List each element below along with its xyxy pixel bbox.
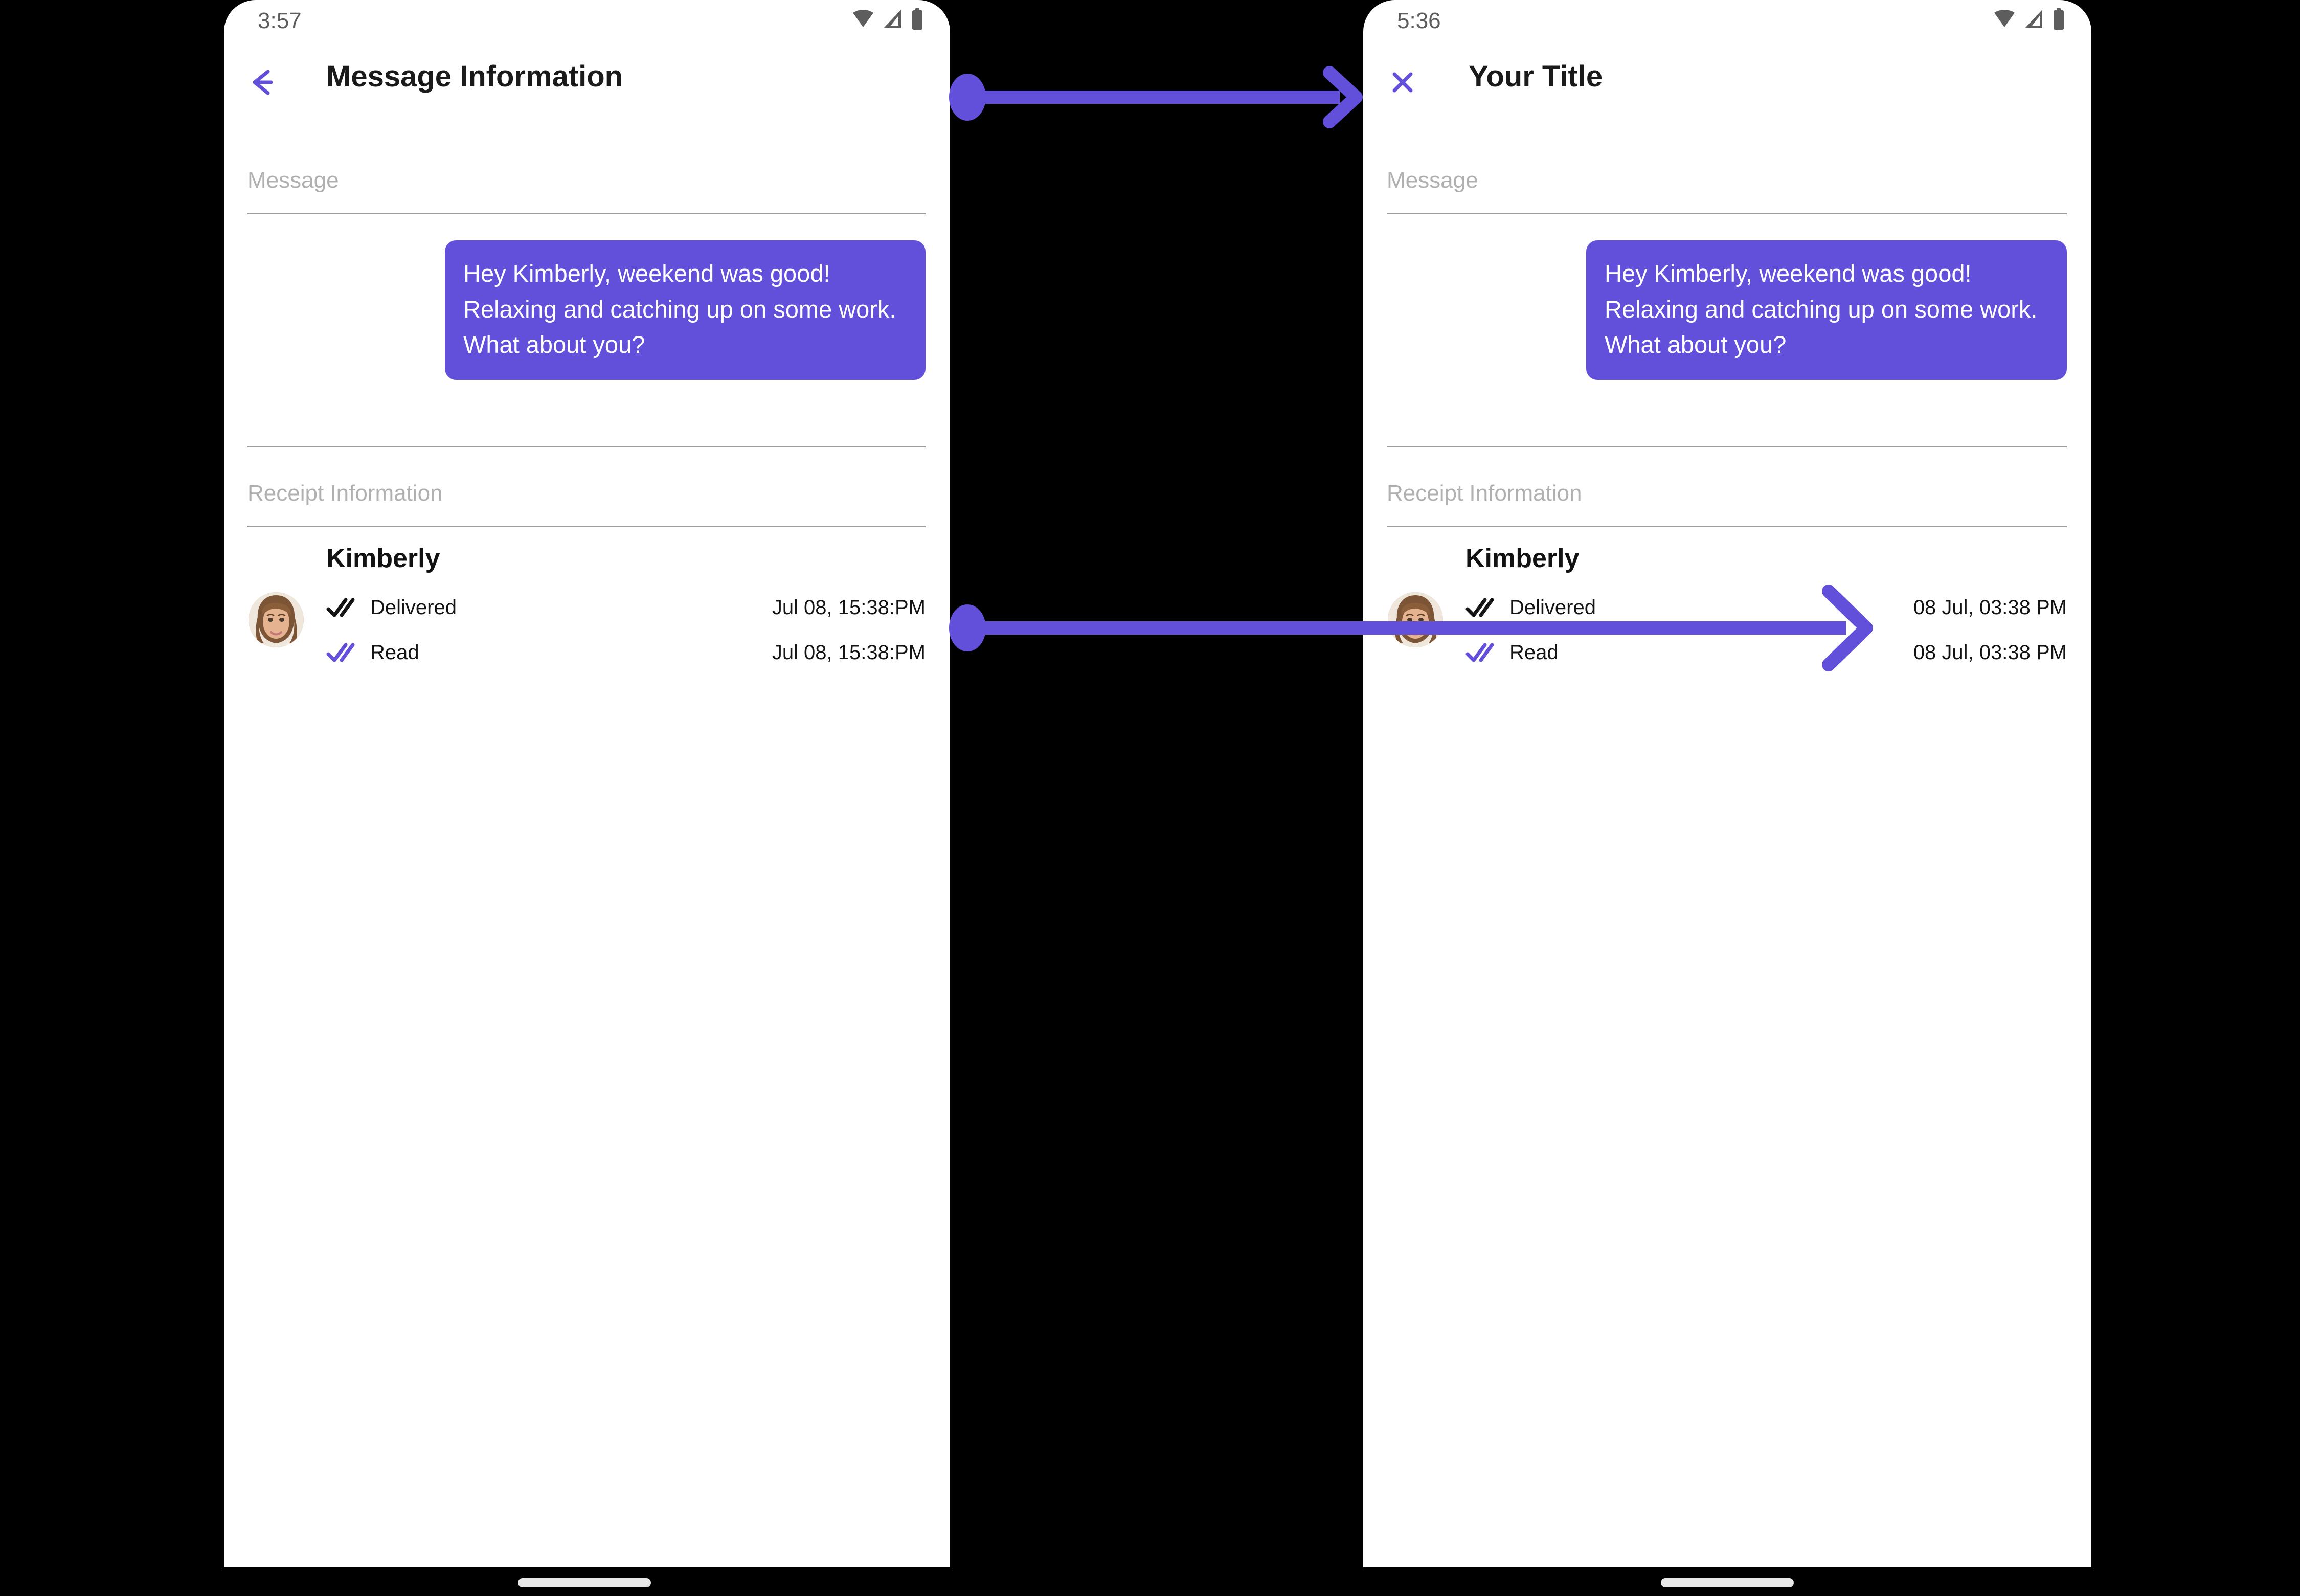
app-bar-left: Message Information: [224, 46, 950, 118]
cellular-signal-icon: [2024, 9, 2044, 29]
message-section-divider: [247, 213, 926, 214]
receipt-timestamp: 08 Jul, 03:38 PM: [1913, 641, 2067, 664]
page-title: Your Title: [1469, 60, 1603, 93]
receipt-contact-name: Kimberly: [326, 544, 440, 573]
receipt-timestamp: Jul 08, 15:38:PM: [772, 641, 926, 664]
receipt-contact-name: Kimberly: [1465, 544, 1580, 573]
status-bar-icons: [852, 8, 923, 30]
avatar: [249, 592, 304, 647]
double-check-delivered-icon: [326, 596, 359, 619]
avatar: [1388, 592, 1443, 647]
wifi-icon: [852, 9, 874, 29]
phone-panel-right: 5:36 Your Title Message Hey Kimberly, we…: [1363, 0, 2091, 1567]
status-bar-right: 5:36: [1363, 0, 2091, 46]
message-bubble-row: Hey Kimberly, weekend was good! Relaxing…: [1387, 240, 2067, 380]
cellular-signal-icon: [883, 9, 903, 29]
close-x-icon[interactable]: [1385, 64, 1420, 100]
message-section-label: Message: [247, 168, 339, 193]
gesture-bar-left: [518, 1578, 651, 1587]
receipt-timestamp: Jul 08, 15:38:PM: [772, 596, 926, 619]
phone-panel-left: 3:57 Message Information Message Hey Kim…: [224, 0, 950, 1567]
status-bar-time: 3:57: [258, 8, 302, 33]
status-bar-icons: [1993, 8, 2065, 30]
receipt-section-label: Receipt Information: [1387, 481, 1582, 506]
message-bubble-row: Hey Kimberly, weekend was good! Relaxing…: [247, 240, 926, 380]
battery-icon: [2053, 8, 2065, 30]
status-bar-left: 3:57: [224, 0, 950, 46]
receipt-section-divider: [1387, 526, 2067, 527]
wifi-icon: [1993, 9, 2016, 29]
message-section-divider: [1387, 213, 2067, 214]
receipt-status-label: Read: [1509, 641, 1559, 664]
double-check-read-icon: [326, 641, 359, 664]
message-bubble[interactable]: Hey Kimberly, weekend was good! Relaxing…: [1586, 240, 2067, 380]
receipt-section-top-divider: [1387, 446, 2067, 447]
gesture-bar-right: [1661, 1578, 1794, 1587]
receipt-timestamp: 08 Jul, 03:38 PM: [1913, 596, 2067, 619]
receipt-status-label: Delivered: [1509, 596, 1596, 619]
app-bar-change-arrow: [949, 66, 1363, 128]
receipt-row-delivered: Delivered Jul 08, 15:38:PM: [326, 593, 926, 622]
back-arrow-icon[interactable]: [244, 64, 280, 100]
receipt-row-delivered: Delivered 08 Jul, 03:38 PM: [1465, 593, 2067, 622]
receipt-row-read: Read Jul 08, 15:38:PM: [326, 638, 926, 667]
message-bubble[interactable]: Hey Kimberly, weekend was good! Relaxing…: [445, 240, 926, 380]
double-check-read-icon: [1465, 641, 1498, 664]
receipt-section-top-divider: [247, 446, 926, 447]
receipt-status-label: Delivered: [370, 596, 457, 619]
app-bar-right: Your Title: [1363, 46, 2091, 118]
message-section-label: Message: [1387, 168, 1478, 193]
double-check-delivered-icon: [1465, 596, 1498, 619]
receipt-row-read: Read 08 Jul, 03:38 PM: [1465, 638, 2067, 667]
page-title: Message Information: [326, 60, 623, 93]
receipt-section-label: Receipt Information: [247, 481, 443, 506]
battery-icon: [911, 8, 923, 30]
status-bar-time: 5:36: [1397, 8, 1441, 33]
receipt-status-label: Read: [370, 641, 419, 664]
receipt-section-divider: [247, 526, 926, 527]
